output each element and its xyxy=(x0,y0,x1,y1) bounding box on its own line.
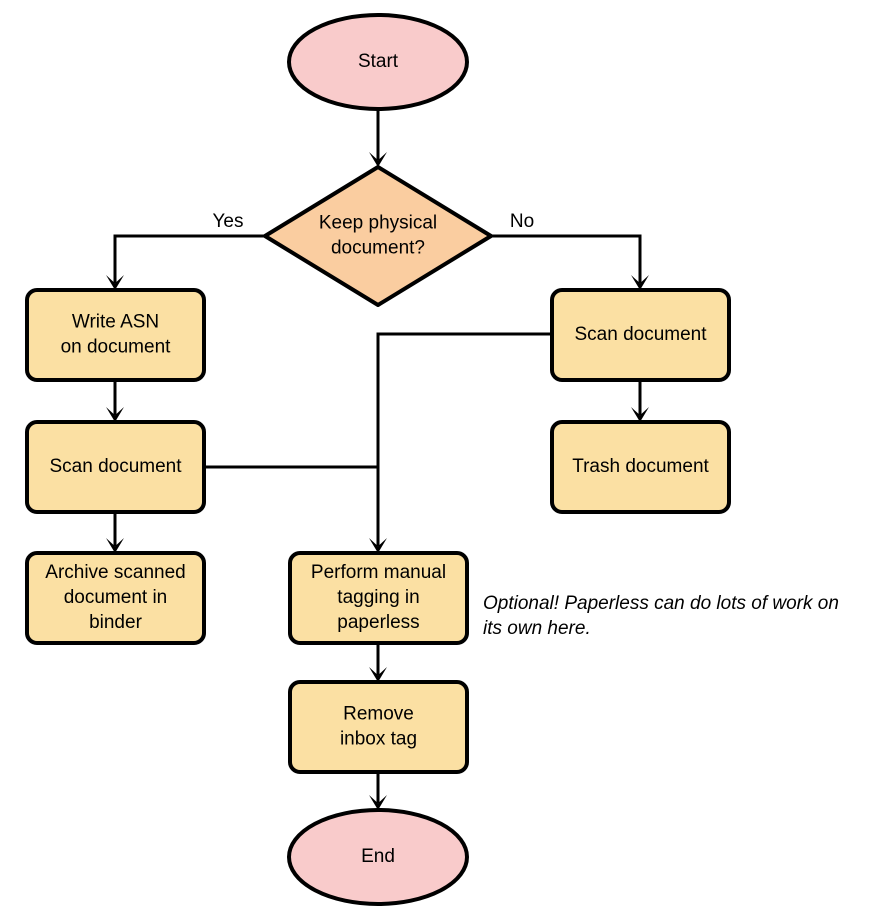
node-label-line: Archive scanned xyxy=(45,562,185,583)
annotation-line: Optional! Paperless can do lots of work … xyxy=(483,593,839,614)
process-shape xyxy=(25,288,206,382)
edge-decision-no-to-scan-document-right xyxy=(491,234,649,290)
edge-scan-document-right-to-manual-tagging xyxy=(369,332,552,553)
edge-line xyxy=(491,234,642,283)
node-label-line: paperless xyxy=(337,612,419,633)
edge-line xyxy=(376,332,552,546)
node-label-line: binder xyxy=(89,612,142,633)
node-end[interactable]: End xyxy=(287,808,469,906)
process-shape xyxy=(550,420,731,514)
node-label: Remove inbox tag xyxy=(340,704,417,750)
node-label-line: Scan document xyxy=(574,324,707,345)
node-label-line: Scan document xyxy=(49,456,182,477)
node-label: Write ASN on document xyxy=(61,312,172,358)
edge-arrowhead xyxy=(369,152,387,167)
node-write-asn-on-document[interactable]: Write ASN on document xyxy=(25,288,206,382)
terminator-shape xyxy=(287,13,469,111)
edge-label-no: No xyxy=(510,211,534,232)
annotations-layer: Optional! Paperless can do lots of work … xyxy=(483,593,839,639)
node-label-line: Write ASN xyxy=(72,312,159,333)
edge-manual-tagging-to-remove-inbox-tag xyxy=(369,643,387,682)
edge-arrowhead xyxy=(106,275,124,290)
node-label-line: on document xyxy=(61,337,172,358)
edge-arrowhead xyxy=(106,538,124,553)
node-label-line: document? xyxy=(331,238,425,259)
node-label: Trash document xyxy=(572,456,709,477)
node-trash-document[interactable]: Trash document xyxy=(550,420,731,514)
edge-arrowhead xyxy=(631,407,649,422)
edges-layer xyxy=(106,109,649,810)
edge-start-to-decision xyxy=(369,109,387,167)
process-shape xyxy=(288,551,469,645)
edge-arrowhead xyxy=(369,538,387,553)
node-label: Scan document xyxy=(49,456,182,477)
annotation-line: its own here. xyxy=(483,618,591,639)
node-archive-scanned-document-in-binder[interactable]: Archive scanned document in binder xyxy=(25,551,206,645)
edge-write-asn-to-scan-document-left xyxy=(106,380,124,422)
process-shape xyxy=(25,551,206,645)
node-perform-manual-tagging-in-paperless[interactable]: Perform manual tagging in paperless xyxy=(288,551,469,645)
edge-line xyxy=(113,234,265,283)
node-label-line: Start xyxy=(358,51,399,72)
node-label-line: tagging in xyxy=(337,587,419,608)
edge-arrowhead xyxy=(106,407,124,422)
node-label-line: inbox tag xyxy=(340,729,417,750)
process-shape xyxy=(550,288,731,382)
edge-arrowhead xyxy=(369,667,387,682)
process-shape xyxy=(288,680,469,774)
node-label-line: End xyxy=(361,846,395,867)
node-label-line: document in xyxy=(64,587,168,608)
node-label: Archive scanned document in binder xyxy=(45,562,185,633)
node-label: Keep physical document? xyxy=(319,213,437,259)
edge-scan-document-left-to-archive xyxy=(106,512,124,553)
node-label-line: Remove xyxy=(343,704,414,725)
terminator-shape xyxy=(287,808,469,906)
node-keep-physical-document[interactable]: Keep physical document? xyxy=(263,165,493,307)
node-start[interactable]: Start xyxy=(287,13,469,111)
edge-arrowhead xyxy=(369,795,387,810)
edge-label-yes: Yes xyxy=(213,211,244,232)
node-label-line: Trash document xyxy=(572,456,709,477)
node-label: Scan document xyxy=(574,324,707,345)
node-scan-document-right[interactable]: Scan document xyxy=(550,288,731,382)
node-scan-document-left[interactable]: Scan document xyxy=(25,420,206,514)
node-label-line: Keep physical xyxy=(319,213,437,234)
edge-labels-layer: Yes No xyxy=(213,211,535,232)
process-shape xyxy=(25,420,206,514)
annotation-optional-note: Optional! Paperless can do lots of work … xyxy=(483,593,839,639)
node-label: Perform manual tagging in paperless xyxy=(311,562,446,633)
edge-decision-yes-to-write-asn xyxy=(106,234,265,290)
node-label-line: Perform manual xyxy=(311,562,446,583)
decision-shape xyxy=(263,165,493,307)
edge-remove-inbox-tag-to-end xyxy=(369,772,387,810)
node-label: Start xyxy=(358,51,399,72)
edge-scan-document-right-to-trash xyxy=(631,380,649,422)
node-remove-inbox-tag[interactable]: Remove inbox tag xyxy=(288,680,469,774)
edge-arrowhead xyxy=(631,275,649,290)
node-label: End xyxy=(361,846,395,867)
